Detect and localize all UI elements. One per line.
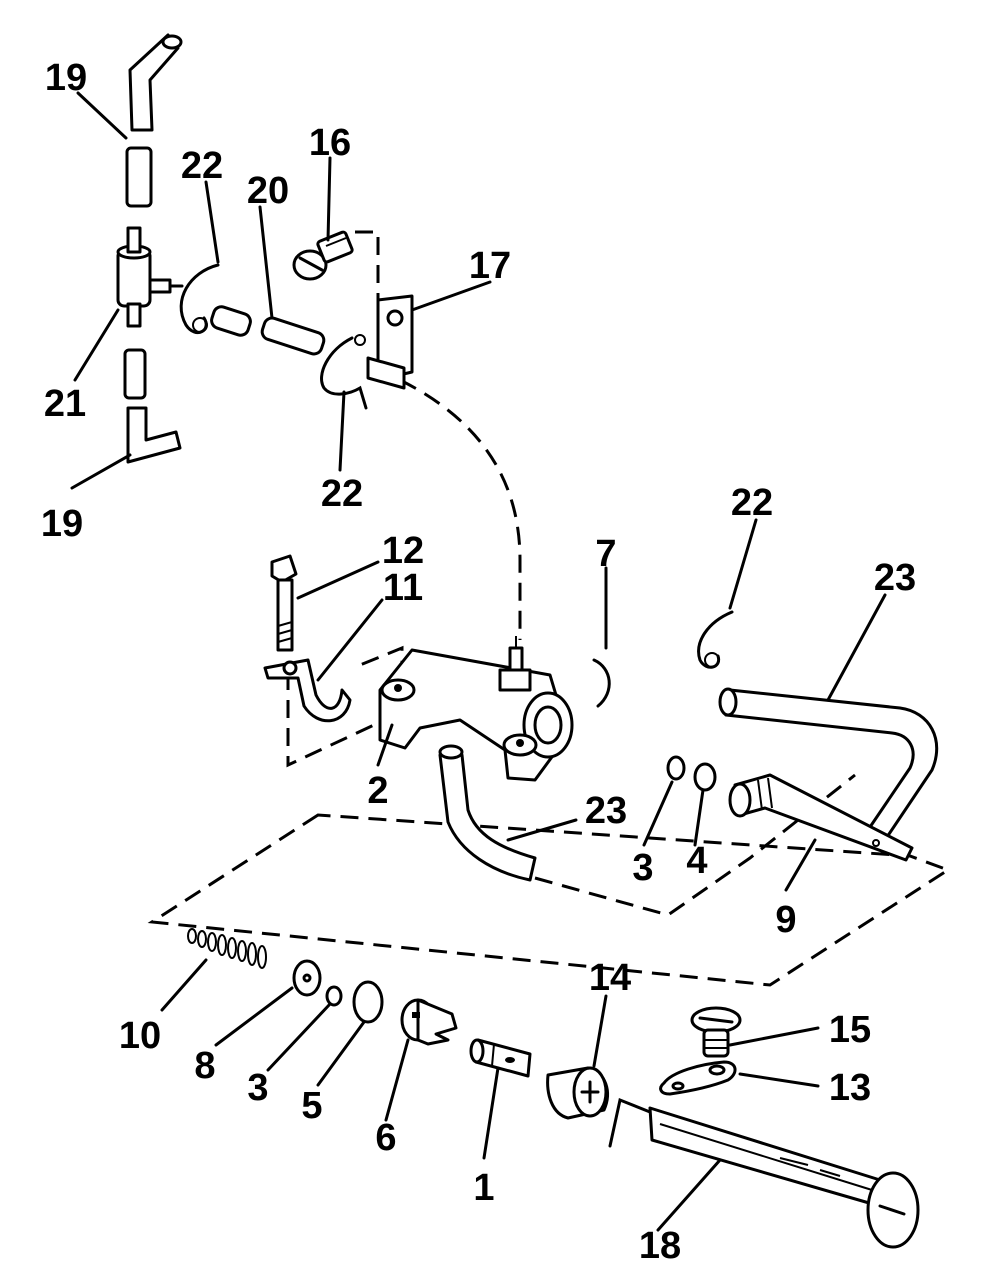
callout-labels: 19 22 20 16 17 21 19 22 12 11 7 22 23 2 … [41,57,916,1267]
fitting-21 [116,226,184,328]
callout-4: 4 [686,840,707,882]
callout-16: 16 [309,122,351,164]
callout-2: 2 [367,770,388,812]
callout-21: 21 [44,383,86,425]
callout-5: 5 [301,1085,322,1127]
hose-23-lower [438,744,537,882]
plug-14 [546,1066,609,1120]
callout-9: 9 [775,899,796,941]
o-ring-3-lower [325,985,343,1007]
shaft-9 [728,773,914,862]
callout-10: 10 [119,1015,161,1057]
screw-15 [690,1006,742,1058]
callout-22-right: 22 [731,482,773,524]
callout-19-upper: 19 [45,57,87,99]
pin-1 [469,1038,532,1078]
lever-18 [608,1097,920,1249]
callout-6: 6 [375,1117,396,1159]
callout-19-lower: 19 [41,503,83,545]
clip-22-middle [320,334,368,410]
washer-8 [292,959,322,997]
callout-22-upper: 22 [181,145,223,187]
clip-22-upper [179,263,220,335]
callout-7: 7 [595,533,616,575]
bracket-17 [366,294,414,390]
callout-11: 11 [383,567,423,609]
strap-11 [263,658,352,723]
o-ring-3 [666,755,686,781]
bolt-12 [270,554,298,652]
callout-17: 17 [469,245,511,287]
callout-1: 1 [473,1167,494,1209]
callout-13: 13 [829,1067,871,1109]
link-13 [659,1060,737,1096]
callout-15: 15 [829,1009,871,1051]
callout-20: 20 [247,170,289,212]
cam-6 [400,998,458,1046]
hose-20 [210,305,326,356]
callout-22-middle: 22 [321,473,363,515]
callout-23-upper: 23 [874,557,916,599]
housing-2 [378,636,574,782]
callout-3-lower: 3 [247,1067,268,1109]
spring-10 [187,928,267,969]
clip-22-right [697,610,734,669]
callout-8: 8 [194,1045,215,1087]
callout-23-lower: 23 [585,790,627,832]
screw-16 [292,230,354,281]
callout-3-upper: 3 [632,847,653,889]
assembly-dashed-lines [147,230,952,987]
hose-19-lower [123,348,182,464]
o-ring-5 [352,980,384,1024]
retaining-ring-7 [592,658,611,708]
callout-14: 14 [589,957,631,999]
callout-18: 18 [639,1225,681,1267]
leader-lines [70,91,887,1232]
o-ring-4 [693,762,717,792]
callout-12: 12 [382,530,424,572]
hose-19-upper [125,33,183,208]
